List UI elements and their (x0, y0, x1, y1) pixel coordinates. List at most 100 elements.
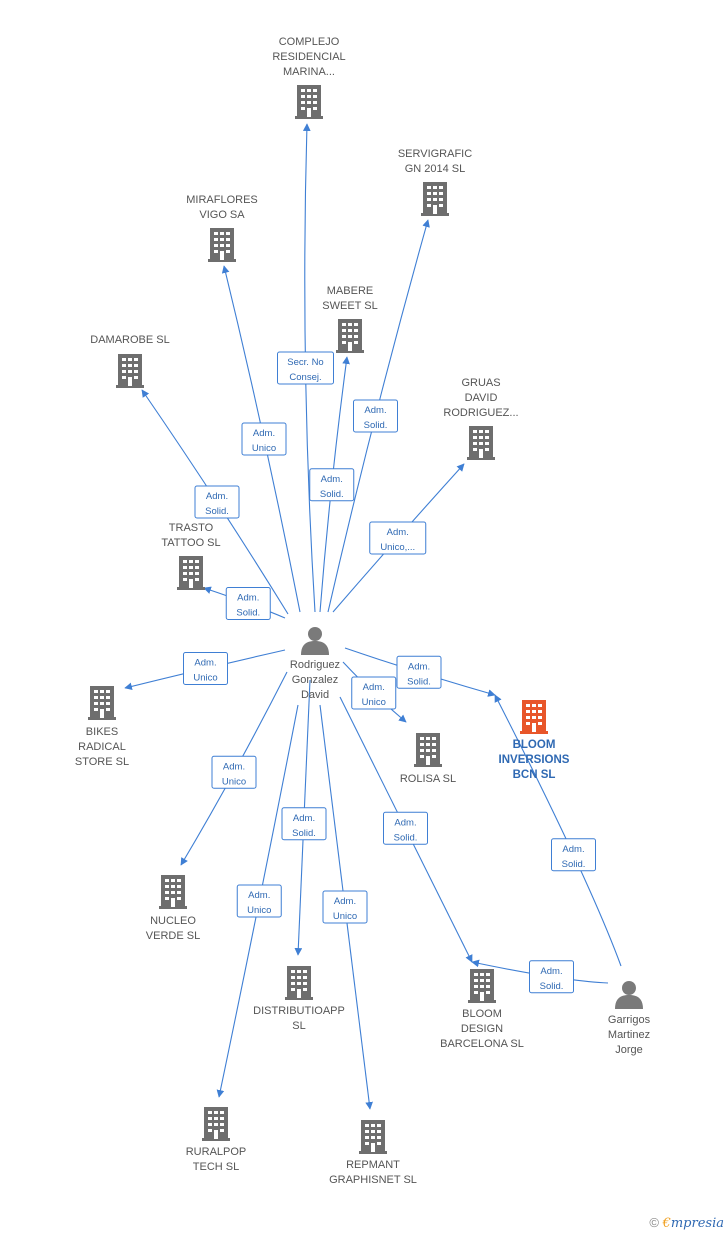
company-label: RADICAL (78, 741, 126, 753)
company-label: DISTRIBUTIOAPP (253, 1005, 345, 1017)
copyright-symbol: © (649, 1215, 659, 1230)
role-badge-bloom_design[interactable]: Adm.Solid. (383, 811, 428, 845)
company-label: BCN SL (513, 769, 556, 781)
building-icon (468, 969, 496, 1003)
company-node-servigrafic[interactable]: SERVIGRAFIC GN 2014 SL (398, 148, 472, 216)
company-label: VIGO SA (199, 209, 245, 221)
empresia-logo[interactable]: €mpresia (662, 1216, 724, 1231)
company-label: DAMAROBE SL (90, 334, 169, 346)
role-text: Unico (333, 911, 357, 922)
company-node-trasto[interactable]: TRASTO TATTOO SL (161, 522, 221, 590)
role-badge-ruralpop[interactable]: Adm. Unico (236, 884, 282, 918)
building-icon (336, 319, 364, 353)
company-label: REPMANT (346, 1159, 400, 1171)
company-label: MARINA... (283, 66, 335, 78)
company-label: RODRIGUEZ... (443, 407, 518, 419)
role-text: Adm. (321, 474, 343, 485)
company-label: SERVIGRAFIC (398, 148, 472, 160)
role-text: Adm. (253, 428, 275, 439)
person-icon (301, 627, 329, 655)
company-node-rolisa[interactable]: ROLISA SL (400, 733, 456, 785)
person-label: Martinez (608, 1029, 650, 1041)
role-text: Solid. (540, 981, 564, 992)
company-node-complejo[interactable]: COMPLEJORESIDENCIALMARINA... (272, 36, 346, 119)
role-badge-bloom_inv[interactable]: Adm.Solid. (551, 838, 596, 872)
role-text: Adm. (363, 682, 385, 693)
role-text: Unico (252, 443, 276, 454)
building-icon (285, 966, 313, 1000)
company-label: GRUAS (461, 377, 500, 389)
company-label: DESIGN (461, 1023, 503, 1035)
role-badge-nucleo[interactable]: Adm. Unico (211, 755, 257, 789)
building-icon (202, 1107, 230, 1141)
company-node-repmant[interactable]: REPMANT GRAPHISNET SL (329, 1120, 417, 1186)
role-badge-rolisa[interactable]: Adm. Unico (351, 676, 397, 710)
company-label: TATTOO SL (161, 537, 220, 549)
role-text: Adm. (223, 761, 245, 772)
role-badge-servigrafic[interactable]: Adm. Solid. (353, 399, 398, 433)
role-text: Solid. (320, 489, 344, 500)
role-badge-mabere[interactable]: Adm. Solid. (309, 468, 355, 502)
building-icon (88, 686, 116, 720)
company-label: GRAPHISNET SL (329, 1174, 417, 1186)
company-node-mabere[interactable]: MABERE SWEET SL (322, 285, 378, 353)
role-text: Unico,... (380, 542, 415, 553)
person-label: Rodriguez (290, 659, 340, 671)
company-label: BARCELONA SL (440, 1038, 524, 1050)
company-label: VERDE SL (146, 930, 200, 942)
company-label: RURALPOP (186, 1146, 247, 1158)
company-label: SWEET SL (322, 300, 377, 312)
person-icon (615, 981, 643, 1009)
role-text: Adm. (408, 661, 430, 672)
role-text: Unico (222, 776, 246, 787)
role-badge-repmant[interactable]: Adm. Unico (322, 890, 368, 924)
person-label: Jorge (615, 1044, 643, 1056)
company-node-damarobe[interactable]: DAMAROBE SL (90, 334, 170, 388)
company-label: NUCLEO (150, 915, 196, 927)
company-label: DAVID (465, 392, 498, 404)
edge-garrigos-bloom_inv (494, 694, 622, 967)
role-text: Adm. (364, 405, 386, 416)
role-badge-bikes[interactable]: Adm. Unico (183, 652, 228, 685)
company-label: GN 2014 SL (405, 163, 466, 175)
role-badge-trasto[interactable]: Adm.Solid. (225, 587, 271, 620)
role-badge-gruas[interactable]: Adm.Unico,... (369, 521, 427, 555)
role-badge-miraflores[interactable]: Adm. Unico (241, 422, 287, 456)
role-text: Unico (362, 697, 386, 708)
role-badge-bloom_inv[interactable]: Adm.Solid. (396, 655, 442, 689)
company-node-gruas[interactable]: GRUAS DAVID RODRIGUEZ... (443, 377, 519, 460)
role-text: Adm. (194, 658, 216, 669)
role-text: Adm. (248, 890, 270, 901)
building-icon (295, 85, 323, 119)
role-text: Unico (193, 673, 217, 684)
company-label: MABERE (327, 285, 373, 297)
building-icon (421, 182, 449, 216)
role-badge-bloom_design[interactable]: Adm.Solid. (529, 960, 574, 994)
building-icon (208, 228, 236, 262)
role-text: Solid. (205, 506, 229, 517)
company-label: TRASTO (169, 522, 214, 534)
role-text: Unico (247, 905, 271, 916)
role-badge-damarobe[interactable]: Adm. Solid. (194, 485, 240, 519)
company-label: ROLISA SL (400, 773, 456, 785)
building-icon (467, 426, 495, 460)
role-text: Adm. (334, 896, 356, 907)
company-label: TECH SL (193, 1161, 239, 1173)
role-badge-distributio[interactable]: Adm.Solid. (281, 807, 327, 841)
role-text: Consej. (289, 372, 321, 383)
company-node-ruralpop[interactable]: RURALPOP TECH SL (186, 1107, 247, 1173)
role-text: Solid. (364, 420, 388, 431)
role-text: Adm. (293, 813, 315, 824)
company-node-nucleo[interactable]: NUCLEO VERDE SL (146, 875, 200, 942)
footer-brand: © €mpresia (649, 1215, 724, 1231)
role-text: Adm. (206, 491, 228, 502)
